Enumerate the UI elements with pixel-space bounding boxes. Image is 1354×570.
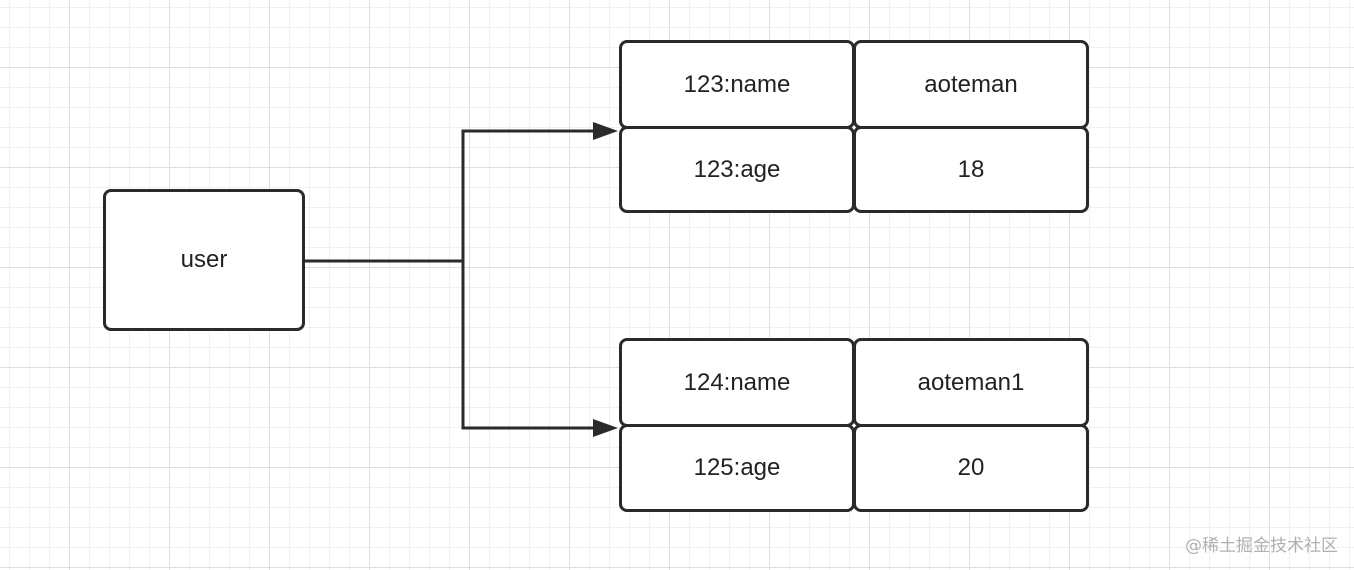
watermark-text: @稀土掘金技术社区 [1185,536,1338,556]
hash-2-value-2: 20 [853,424,1089,512]
hash-1-field-1: 123:name [619,40,855,129]
hash-1-field-2-label: 123:age [693,155,781,183]
hash-1-value-1-label: aoteman [924,70,1018,98]
hash-1-field-2: 123:age [619,126,855,213]
hash-1-field-1-label: 123:name [683,70,791,98]
connector-line-lower [461,261,612,430]
hash-1-value-2: 18 [853,126,1089,213]
hash-1-value-2-label: 18 [957,155,985,183]
hash-2-field-2: 125:age [619,424,855,512]
hash-2-value-1-label: aoteman1 [917,368,1025,396]
hash-2-value-1: aoteman1 [853,338,1089,427]
user-node-label: user [180,246,228,273]
hash-2-field-1: 124:name [619,338,855,427]
hash-2-field-1-label: 124:name [683,368,791,396]
hash-2-value-2-label: 20 [957,454,985,481]
hash-1-value-1: aoteman [853,40,1089,129]
arrowhead-lower [593,419,618,437]
hash-2-field-2-label: 125:age [693,454,781,481]
arrowhead-upper [593,122,618,140]
user-node: user [103,189,305,331]
connector-line-upper [304,129,612,263]
